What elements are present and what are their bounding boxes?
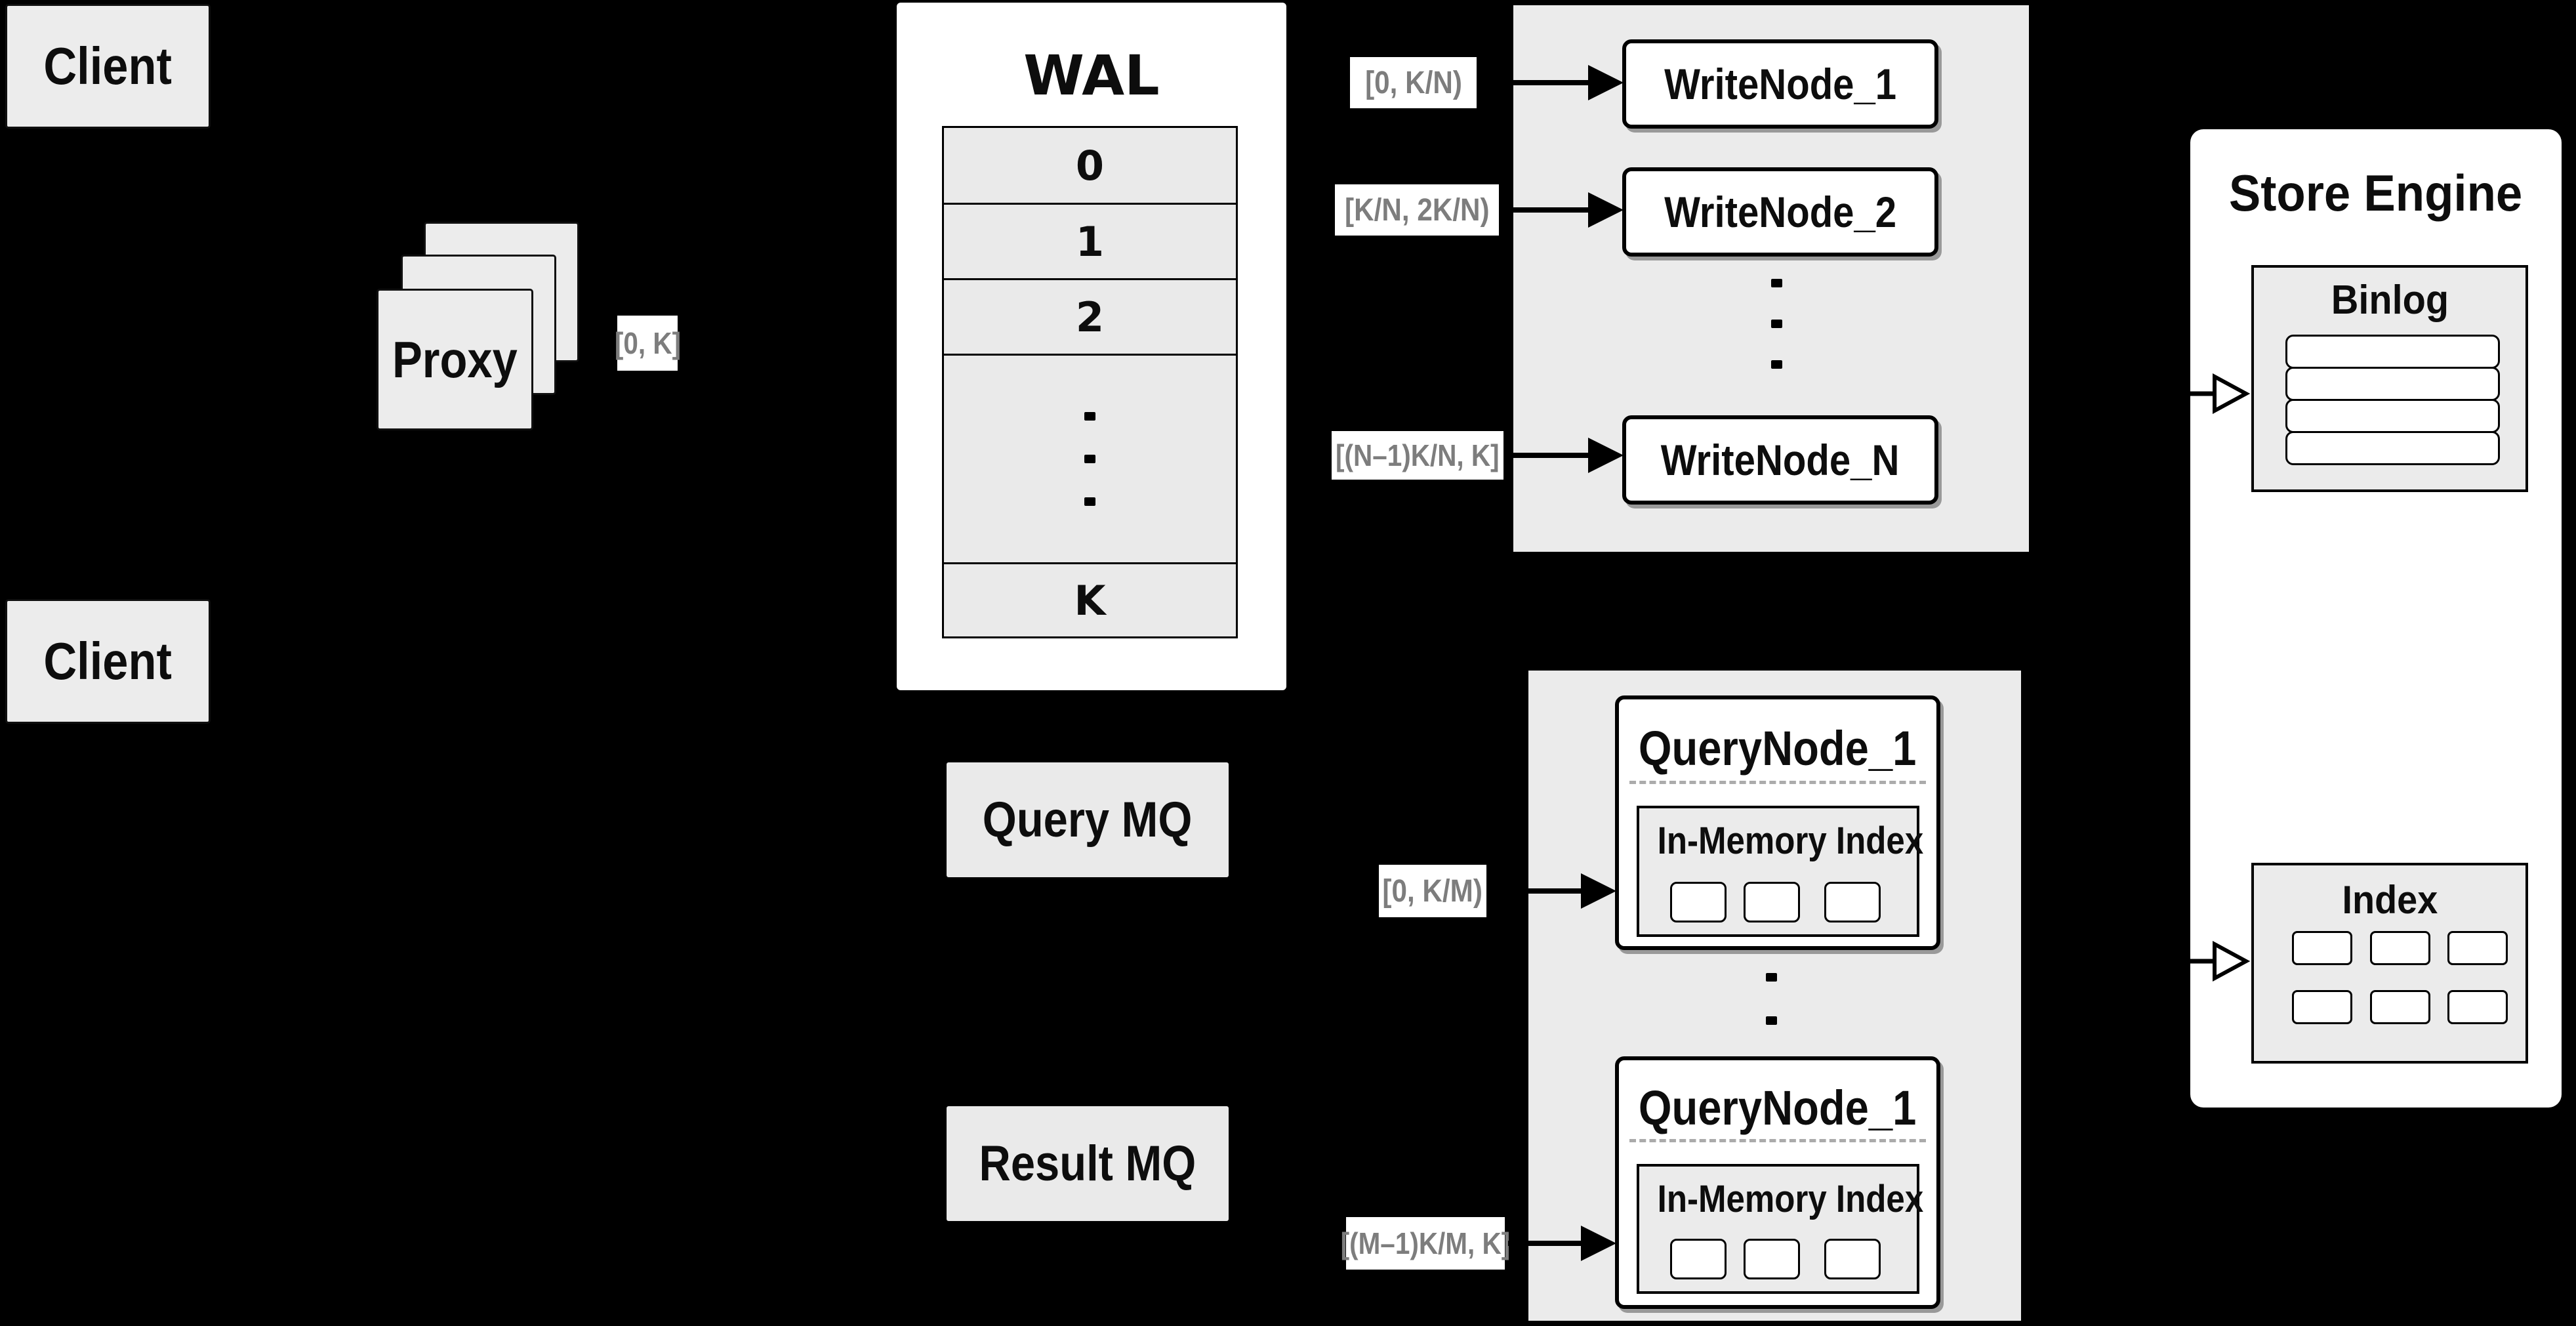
ellipsis-dot: [1084, 412, 1095, 421]
wal-title: WAL: [1023, 43, 1160, 108]
binlog-slat: [2285, 431, 2500, 465]
client-box-bottom: Client: [5, 599, 211, 724]
arrow-to-write-node-2: [1502, 192, 1624, 228]
index-slat: [2292, 931, 2352, 965]
query-node-2-title: QueryNode_1: [1639, 1081, 1917, 1135]
index-slat: [2447, 931, 2508, 965]
segment-slat: [1824, 882, 1881, 922]
ellipsis-dot: [1765, 1016, 1777, 1025]
segment-slat: [1670, 1239, 1727, 1279]
write-node-ellipsis: [1770, 274, 1783, 373]
binlog-box: Binlog: [2251, 265, 2528, 492]
segment-slat: [1744, 1239, 1800, 1279]
in-memory-index-box-2: In-Memory Index: [1637, 1164, 1924, 1294]
arrow-to-write-node-n: [1507, 438, 1624, 473]
dashed-separator: [1629, 781, 1926, 784]
arrow-to-binlog: [2125, 373, 2251, 415]
binlog-slat: [2285, 367, 2500, 401]
arrow-to-query-node-2: [1508, 1226, 1616, 1261]
write-node-n: WriteNode_N: [1622, 415, 1938, 505]
store-engine-title: Store Engine: [2229, 164, 2523, 222]
index-slat: [2370, 990, 2430, 1024]
in-memory-index-box-1: In-Memory Index: [1637, 806, 1924, 937]
arrow-to-query-node-1: [1490, 873, 1616, 909]
index-slat: [2292, 990, 2352, 1024]
wal-segment-table: 0 1 2 K: [942, 126, 1238, 638]
ellipsis-dot: [1765, 972, 1777, 982]
store-engine-panel: Store Engine Binlog Index: [2190, 129, 2562, 1108]
wal-panel: WAL 0 1 2 K: [897, 3, 1286, 690]
index-title: Index: [2342, 878, 2438, 922]
query-node-1: QueryNode_1 In-Memory Index: [1615, 695, 1940, 950]
query-node-2: QueryNode_1 In-Memory Index: [1615, 1056, 1940, 1309]
binlog-slats: [2285, 335, 2500, 465]
segment-slat: [1824, 1239, 1881, 1279]
arrow-to-index: [2125, 940, 2251, 982]
query-node-1-title: QueryNode_1: [1639, 721, 1917, 776]
index-box: Index: [2251, 863, 2528, 1064]
proxy-box-front: Proxy: [377, 289, 533, 430]
wal-segment-row: 0: [942, 126, 1238, 205]
proxy-range-label: [0, K]: [614, 316, 681, 371]
in-memory-index-title-2: In-Memory Index: [1657, 1178, 1924, 1220]
ellipsis-dot: [1084, 455, 1095, 463]
write-node-n-range-label: [(N–1)K/N, K]: [1332, 431, 1503, 480]
result-mq-box: Result MQ: [947, 1106, 1229, 1221]
ellipsis-dot: [1770, 360, 1782, 369]
ellipsis-dot: [1770, 278, 1782, 287]
query-node-1-range-label: [0, K/M): [1379, 865, 1486, 917]
client-top-label: Client: [43, 37, 173, 95]
write-node-2: WriteNode_2: [1622, 167, 1938, 257]
binlog-title: Binlog: [2331, 278, 2449, 323]
query-mq-box: Query MQ: [947, 762, 1229, 877]
wal-ellipsis-row: [942, 354, 1238, 564]
proxy-label: Proxy: [392, 330, 518, 388]
dashed-separator: [1629, 1139, 1926, 1142]
write-node-1-range-label: [0, K/N): [1350, 57, 1477, 108]
ellipsis-dot: [1770, 319, 1782, 328]
index-slat: [2447, 990, 2508, 1024]
segment-slat: [1744, 882, 1800, 922]
query-node-2-range-label: [(M–1)K/M, K]: [1341, 1217, 1510, 1270]
wal-segment-row-last: K: [942, 562, 1238, 638]
write-node-2-range-label: [K/N, 2K/N): [1335, 184, 1499, 236]
in-memory-index-title-1: In-Memory Index: [1657, 819, 1924, 862]
client-box-top: Client: [5, 4, 211, 129]
segment-slat: [1670, 882, 1727, 922]
arrow-to-write-node-1: [1480, 65, 1624, 100]
write-node-1: WriteNode_1: [1622, 39, 1938, 129]
client-bottom-label: Client: [43, 632, 173, 690]
ellipsis-dot: [1084, 497, 1095, 506]
index-slat: [2370, 931, 2430, 965]
